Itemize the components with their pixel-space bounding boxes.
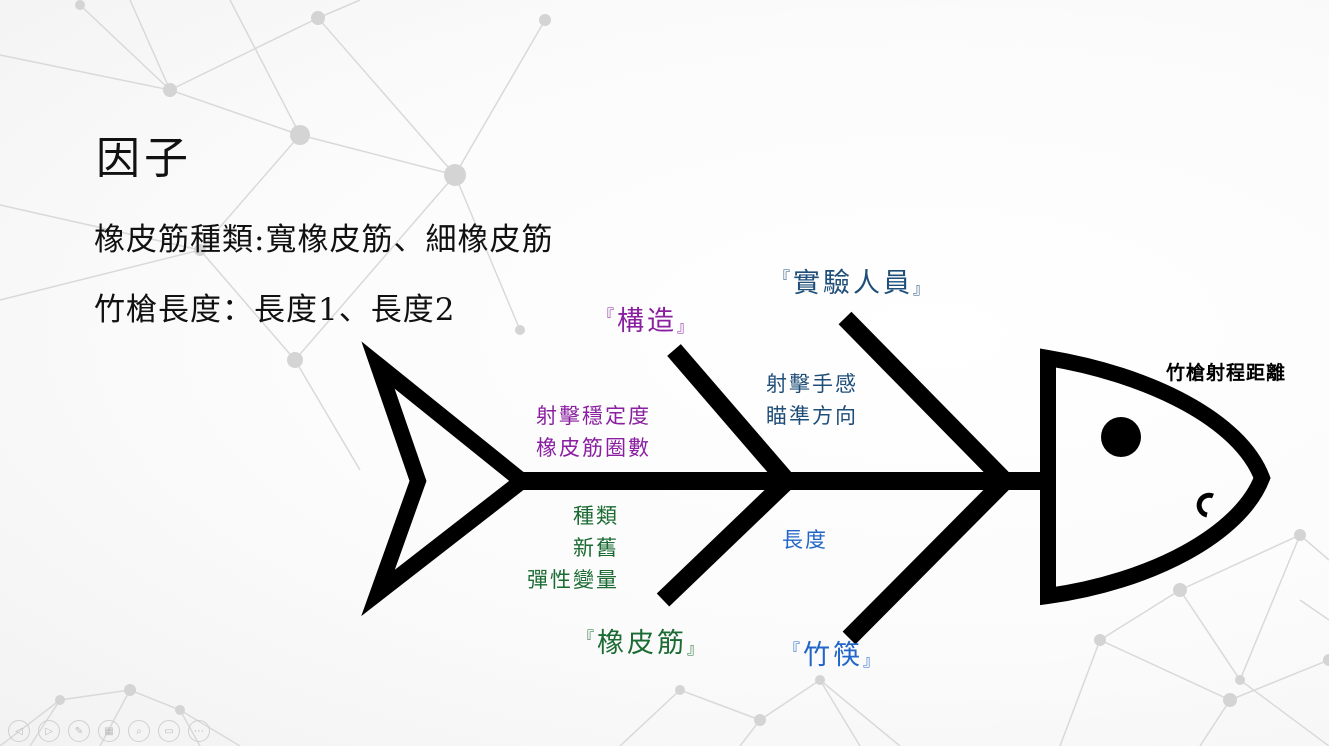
cause-item: 射擊穩定度 [536, 404, 651, 428]
quote-close: 』 [677, 317, 697, 336]
category-bamboo-label: 竹筷 [803, 640, 864, 671]
causes-bamboo: 長度 [782, 524, 828, 556]
category-rubber-band: 『橡皮筋』 [578, 628, 707, 659]
quote-open: 『 [774, 268, 794, 287]
page-title: 因子 [96, 133, 192, 184]
fish-tail [361, 341, 535, 617]
causes-staff: 射擊手感 瞄準方向 [766, 368, 858, 432]
quote-close: 』 [913, 279, 933, 298]
category-structure-label: 構造 [617, 306, 678, 337]
bone-rubber-band [656, 474, 794, 607]
cause-item: 長度 [782, 528, 828, 552]
cause-item: 射擊手感 [766, 372, 858, 396]
prev-icon[interactable]: ◁ [8, 720, 30, 742]
category-staff-label: 實驗人員 [793, 268, 914, 299]
cause-item: 彈性變量 [527, 568, 619, 592]
bone-bamboo [842, 474, 1012, 645]
zoom-icon[interactable]: ⌕ [128, 720, 150, 742]
category-bamboo: 『竹筷』 [784, 640, 883, 671]
cause-item: 橡皮筋圈數 [536, 436, 651, 460]
cause-item: 新舊 [573, 536, 619, 560]
causes-structure: 射擊穩定度 橡皮筋圈數 [536, 400, 651, 464]
fishbone-effect-label: 竹槍射程距離 [1166, 362, 1287, 384]
quote-open: 『 [598, 306, 618, 325]
category-rubber-band-label: 橡皮筋 [597, 628, 688, 659]
subtitle-icon[interactable]: ▭ [158, 720, 180, 742]
causes-rubber-band: 種類 新舊 彈性變量 [527, 500, 619, 596]
factor-rubber-band-types: 橡皮筋種類:寬橡皮筋、細橡皮筋 [94, 222, 554, 258]
pen-icon[interactable]: ✎ [68, 720, 90, 742]
cause-item: 瞄準方向 [766, 404, 858, 428]
next-icon[interactable]: ▷ [38, 720, 60, 742]
bone-staff [838, 311, 1012, 488]
fish-mouth [1196, 492, 1214, 518]
fish-eye [1101, 417, 1141, 457]
more-icon[interactable]: ⋯ [188, 720, 210, 742]
factor-bamboo-lengths: 竹槍長度：長度1、長度2 [94, 292, 456, 328]
category-staff: 『實驗人員』 [774, 268, 933, 299]
slides-icon[interactable]: ▦ [98, 720, 120, 742]
category-structure: 『構造』 [598, 306, 697, 337]
bone-structure [667, 344, 794, 487]
quote-close: 』 [687, 639, 707, 658]
quote-open: 『 [578, 628, 598, 647]
presentation-toolbar: ◁ ▷ ✎ ▦ ⌕ ▭ ⋯ [8, 720, 210, 742]
quote-open: 『 [784, 640, 804, 659]
cause-item: 種類 [573, 504, 619, 528]
fish-head [1040, 348, 1271, 606]
quote-close: 』 [863, 651, 883, 670]
